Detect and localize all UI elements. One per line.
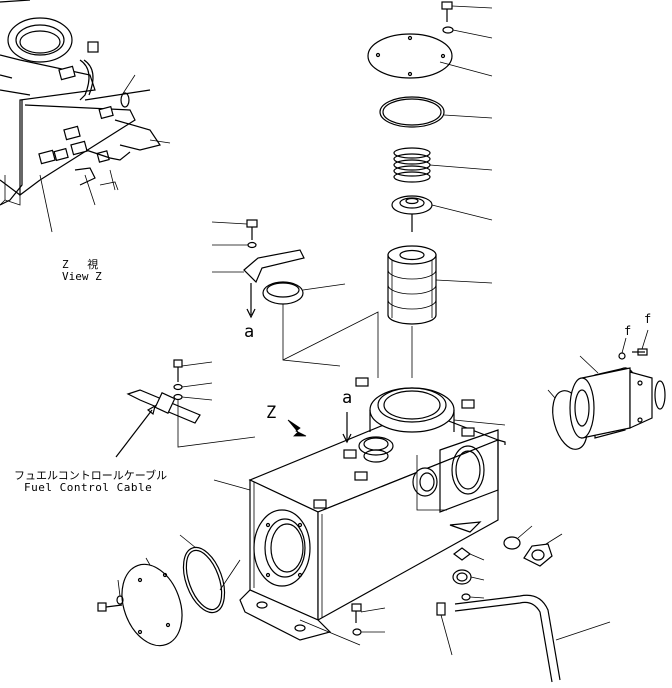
filter-element — [387, 245, 437, 325]
callout-f-upper: f — [644, 312, 652, 326]
top-washer — [442, 26, 454, 34]
bottom-right-parts — [452, 525, 611, 683]
view-z-block — [87, 41, 99, 53]
front-port-flange — [253, 509, 311, 587]
fuel-cap-group — [211, 219, 346, 367]
bottom-bolts — [299, 602, 453, 656]
cap-bracket — [243, 249, 305, 284]
hydraulic-tank — [213, 311, 506, 641]
cable-clamp-group — [115, 359, 256, 458]
cover-plate — [367, 33, 453, 79]
view-z-arrow — [287, 419, 307, 437]
fuel-cable-label-jp: フュエルコントロールケーブル — [14, 469, 168, 482]
fuel-cable-label-en: Fuel Control Cable — [24, 481, 153, 494]
callout-a-tank: a — [342, 388, 353, 408]
top-bolt — [441, 1, 453, 10]
front-cover-plate — [121, 563, 183, 647]
view-z-caption-en: View Z — [62, 270, 102, 283]
upper-parts-stack — [367, 1, 493, 378]
drain-hose — [454, 594, 561, 681]
lower-left-parts — [97, 534, 241, 647]
right-flange-group — [547, 329, 666, 450]
right-fitting — [654, 380, 666, 410]
view-z-inset — [0, 0, 171, 233]
drain-plug-seal — [503, 536, 521, 550]
callout-z: Z — [266, 403, 277, 423]
filler-neck — [358, 436, 394, 456]
spring — [393, 147, 431, 183]
drain-fitting — [523, 543, 553, 567]
o-ring-upper — [379, 96, 445, 128]
plug — [452, 569, 472, 585]
o-ring-front — [182, 546, 226, 614]
view-z-fittings — [38, 65, 114, 165]
filter-housing — [369, 387, 455, 433]
callout-a-cap: a — [244, 322, 255, 342]
callout-f-lower: f — [624, 324, 632, 338]
view-z-caption-jp: Z 視 — [62, 258, 105, 271]
